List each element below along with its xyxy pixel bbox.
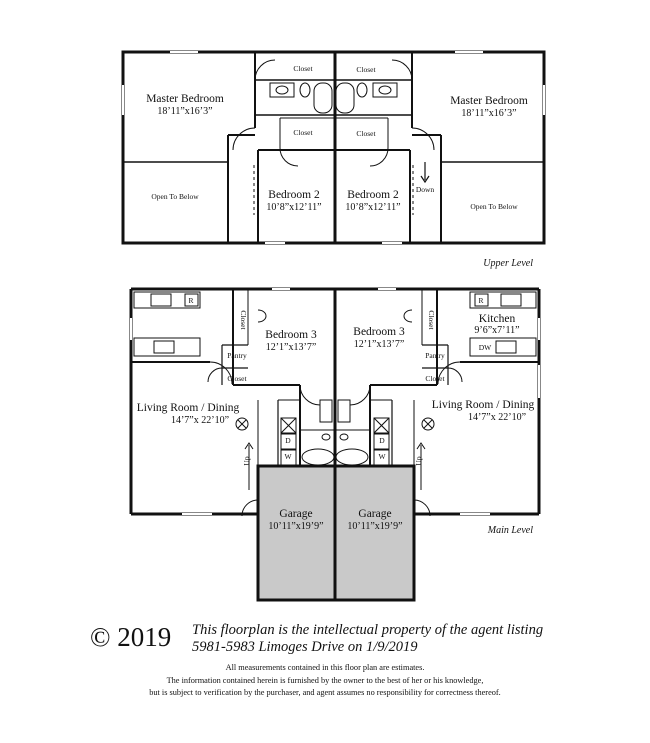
upper-left-bed2-name: Bedroom 2 — [268, 189, 320, 201]
upper-right-bed2-name: Bedroom 2 — [347, 189, 399, 201]
upper-right-open-below: Open To Below — [470, 202, 518, 211]
main-left-bed3-name: Bedroom 3 — [265, 329, 317, 341]
main-right-living-name: Living Room / Dining — [432, 399, 535, 411]
main-left-living-dim: 14’7”x 22’10” — [171, 415, 229, 426]
main-right-range: R — [478, 296, 483, 305]
main-right-garage-dim: 10’11”x19’9” — [347, 521, 402, 532]
main-left-range: R — [188, 296, 193, 305]
disclaimer-line-1: All measurements contained in this floor… — [225, 663, 425, 672]
notice-line-2: 5981-5983 Limoges Drive on 1/9/2019 — [192, 639, 418, 655]
upper-left-closet-1: Closet — [293, 64, 313, 73]
main-right-closet: Closet — [425, 374, 445, 383]
main-right-closet-vertical: Closet — [427, 310, 436, 330]
main-left-garage-name: Garage — [279, 508, 312, 520]
upper-right-closet-2: Closet — [356, 129, 376, 138]
main-right-kitchen-dim: 9’6”x7’11” — [474, 325, 519, 336]
copyright-mark: © 2019 — [90, 622, 172, 652]
upper-right-closet-1: Closet — [356, 65, 376, 74]
main-left-closet-vertical: Closet — [239, 310, 248, 330]
main-left-up: Up — [242, 456, 251, 465]
upper-right-bed2-dim: 10’8”x12’11” — [345, 202, 400, 213]
main-left-washer: W — [284, 452, 292, 461]
main-right-pantry: Pantry — [425, 351, 445, 360]
main-left-pantry: Pantry — [227, 351, 247, 360]
main-left-closet: Closet — [227, 374, 247, 383]
main-right-dryer: D — [379, 436, 385, 445]
disclaimer-line-2: The information contained herein is furn… — [166, 675, 484, 685]
upper-left-master-name: Master Bedroom — [146, 93, 224, 105]
upper-down-label: Down — [416, 185, 435, 194]
main-right-garage-name: Garage — [358, 508, 391, 520]
ownership-notice: This floorplan is the intellectual prope… — [192, 622, 543, 656]
main-left-garage-dim: 10’11”x19’9” — [268, 521, 323, 532]
main-left-living-name: Living Room / Dining — [137, 402, 240, 414]
main-right-bed3-name: Bedroom 3 — [353, 326, 405, 338]
main-left-bed3-dim: 12’1”x13’7” — [266, 342, 317, 353]
upper-level-label: Upper Level — [483, 258, 533, 269]
disclaimer-line-3: but is subject to verification by the pu… — [149, 688, 501, 697]
upper-right-master-name: Master Bedroom — [450, 95, 528, 107]
upper-left-closet-2: Closet — [293, 128, 313, 137]
main-right-up: Up — [414, 456, 423, 465]
main-right-kitchen-name: Kitchen — [479, 313, 516, 325]
main-left-dryer: D — [285, 436, 291, 445]
disclaimer: All measurements contained in this floor… — [0, 662, 650, 700]
upper-level-walls — [121, 50, 546, 245]
main-level-walls — [129, 287, 541, 602]
main-level-label: Main Level — [487, 525, 533, 536]
upper-left-open-below: Open To Below — [151, 192, 199, 201]
upper-right-master-dim: 18’11”x16’3” — [461, 108, 516, 119]
main-right-dishwasher: DW — [479, 343, 492, 352]
upper-left-bed2-dim: 10’8”x12’11” — [266, 202, 321, 213]
upper-left-master-dim: 18’11”x16’3” — [157, 106, 212, 117]
notice-line-1: This floorplan is the intellectual prope… — [192, 622, 544, 638]
main-right-washer: W — [378, 452, 386, 461]
main-right-living-dim: 14’7”x 22’10” — [468, 412, 526, 423]
main-right-bed3-dim: 12’1”x13’7” — [354, 339, 405, 350]
